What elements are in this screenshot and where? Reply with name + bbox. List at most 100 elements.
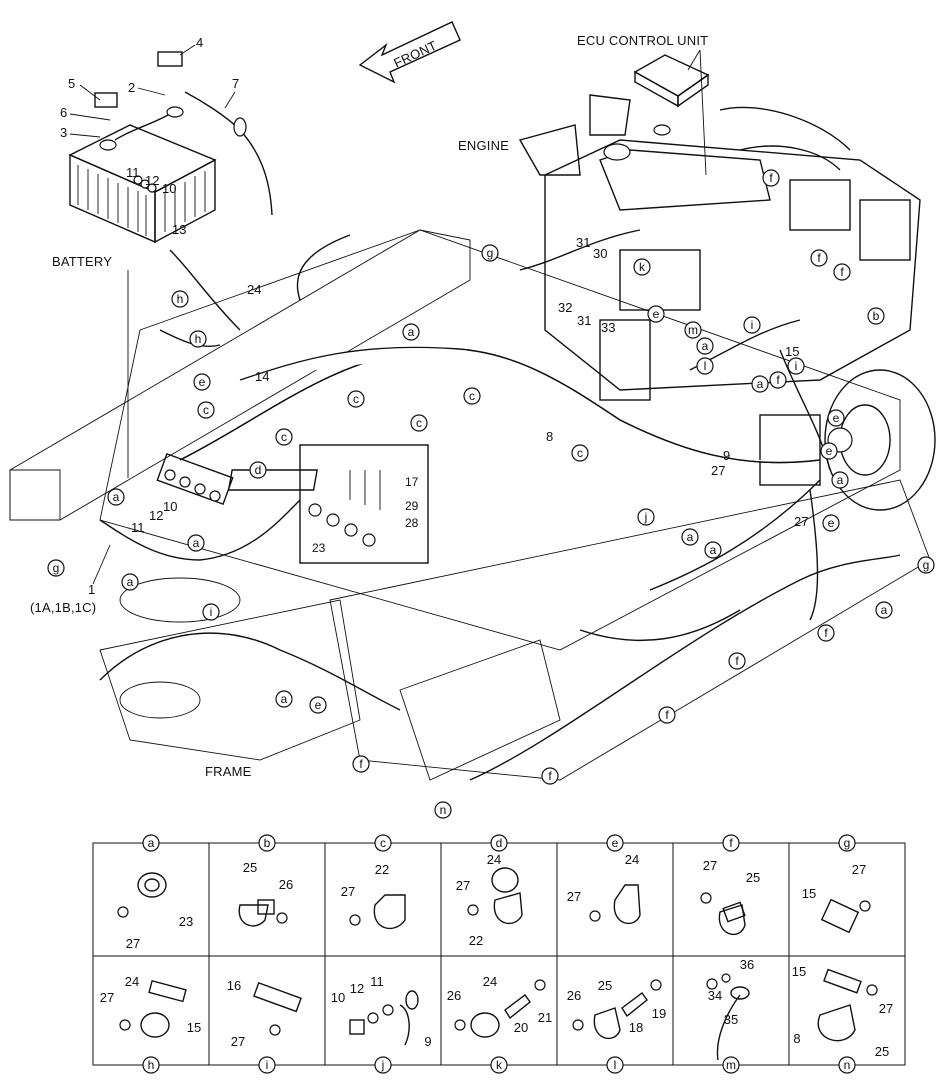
callout-a-37: a bbox=[875, 601, 893, 619]
callout-f-31-text: f bbox=[769, 171, 773, 185]
callout-14: 14 bbox=[255, 369, 269, 384]
callout-i-24: i bbox=[787, 357, 805, 375]
callout-f-23: f bbox=[769, 371, 787, 389]
callout-e-25-text: e bbox=[833, 411, 840, 425]
detail-letter-d: d bbox=[490, 834, 508, 852]
fuse-holder-inset: 17 29 28 23 bbox=[227, 444, 429, 564]
callout-23-inset: 23 bbox=[312, 541, 326, 555]
battery-caption: BATTERY bbox=[52, 254, 112, 269]
callout-13: 13 bbox=[172, 222, 186, 237]
detail-letter-k: k bbox=[490, 1056, 508, 1074]
callout-f-39-text: f bbox=[735, 654, 739, 668]
callout-31-top: 31 bbox=[576, 235, 590, 250]
detail-j-part-0: 11 bbox=[370, 974, 384, 989]
callout-k-16-text: k bbox=[639, 260, 646, 274]
detail-letter-i: i bbox=[258, 1056, 276, 1074]
callout-a-9: a bbox=[121, 573, 139, 591]
callout-a-7-text: a bbox=[113, 490, 120, 504]
detail-l-part-1: 26 bbox=[567, 988, 581, 1003]
callout-g-36-text: g bbox=[923, 558, 930, 572]
callout-27-center: 27 bbox=[711, 463, 725, 478]
callout-a-45: a bbox=[275, 690, 293, 708]
callout-c-11: c bbox=[347, 390, 365, 408]
detail-k-part-0: 24 bbox=[483, 974, 497, 989]
callout-i-21: i bbox=[743, 316, 761, 334]
callout-e-3-text: e bbox=[199, 375, 206, 389]
callout-c-4-text: c bbox=[203, 403, 209, 417]
detail-h-part-0: 24 bbox=[125, 974, 139, 989]
callout-f-40: f bbox=[658, 706, 676, 724]
detail-f-part-1: 25 bbox=[746, 870, 760, 885]
detail-letter-g: g bbox=[838, 834, 856, 852]
callout-n-43: n bbox=[434, 801, 452, 819]
callout-24-main: 24 bbox=[247, 282, 261, 297]
detail-letter-c-text: c bbox=[380, 836, 386, 850]
detail-d-part-1: 27 bbox=[456, 878, 470, 893]
callout-c-5: c bbox=[275, 428, 293, 446]
callout-e-44-text: e bbox=[315, 698, 322, 712]
callout-f-23-text: f bbox=[776, 373, 780, 387]
callout-a-34-text: a bbox=[710, 543, 717, 557]
callout-f-40-text: f bbox=[665, 708, 669, 722]
ecu-control-unit bbox=[633, 49, 710, 176]
callout-a-19: a bbox=[696, 337, 714, 355]
front-arrow: FRONT bbox=[358, 21, 461, 84]
detail-l-part-3: 19 bbox=[652, 1006, 666, 1021]
callout-e-17: e bbox=[647, 305, 665, 323]
detail-a-part-0: 23 bbox=[179, 914, 193, 929]
callout-i-24-text: i bbox=[795, 359, 798, 373]
detail-drawings bbox=[117, 867, 878, 1061]
callout-1: 1 bbox=[88, 582, 95, 597]
callout-a-33: a bbox=[681, 528, 699, 546]
front-label: FRONT bbox=[391, 38, 439, 71]
detail-letter-c: c bbox=[374, 834, 392, 852]
detail-k-part-3: 21 bbox=[538, 1010, 552, 1025]
callout-8: 8 bbox=[546, 429, 553, 444]
callout-c-12: c bbox=[410, 414, 428, 432]
callout-c-12-text: c bbox=[416, 416, 422, 430]
detail-l-part-0: 25 bbox=[598, 978, 612, 993]
detail-grid-labels: a2327b2526c2227d242722e2427f2725g2715h24… bbox=[100, 834, 893, 1074]
detail-g-part-0: 27 bbox=[852, 862, 866, 877]
detail-letter-g-text: g bbox=[844, 836, 851, 850]
detail-n-part-1: 27 bbox=[879, 1001, 893, 1016]
callout-27-right: 27 bbox=[794, 514, 808, 529]
callout-a-45-text: a bbox=[281, 692, 288, 706]
detail-letter-m-text: m bbox=[726, 1058, 736, 1072]
detail-n-part-0: 15 bbox=[792, 964, 806, 979]
callout-a-27: a bbox=[831, 471, 849, 489]
callout-f-29: f bbox=[833, 263, 851, 281]
callout-h-2: h bbox=[189, 330, 207, 348]
detail-letter-n: n bbox=[838, 1056, 856, 1074]
callout-a-22: a bbox=[751, 375, 769, 393]
detail-letter-a: a bbox=[142, 834, 160, 852]
detail-d-part-2: 22 bbox=[469, 933, 483, 948]
detail-m-part-0: 36 bbox=[740, 957, 754, 972]
callout-30: 30 bbox=[593, 246, 607, 261]
detail-letter-e-text: e bbox=[612, 836, 619, 850]
callout-10-left: 10 bbox=[163, 499, 177, 514]
callout-a-22-text: a bbox=[757, 377, 764, 391]
callout-e-25: e bbox=[827, 409, 845, 427]
detail-letter-h: h bbox=[142, 1056, 160, 1074]
callout-3: 3 bbox=[60, 125, 67, 140]
detail-letter-e: e bbox=[606, 834, 624, 852]
detail-e-part-1: 27 bbox=[567, 889, 581, 904]
callout-12-left: 12 bbox=[149, 508, 163, 523]
detail-m-part-2: 35 bbox=[724, 1012, 738, 1027]
callout-6: 6 bbox=[60, 105, 67, 120]
callout-j-32: j bbox=[637, 508, 655, 526]
callout-l-20: l bbox=[696, 357, 714, 375]
callout-a-27-text: a bbox=[837, 473, 844, 487]
callout-f-38: f bbox=[817, 624, 835, 642]
detail-letter-j: j bbox=[374, 1056, 392, 1074]
detail-i-part-0: 16 bbox=[227, 978, 241, 993]
callout-a-10: a bbox=[187, 534, 205, 552]
callout-2: 2 bbox=[128, 80, 135, 95]
callout-c-5-text: c bbox=[281, 430, 287, 444]
callout-h-2-text: h bbox=[195, 332, 202, 346]
callout-31-bottom: 31 bbox=[577, 313, 591, 328]
